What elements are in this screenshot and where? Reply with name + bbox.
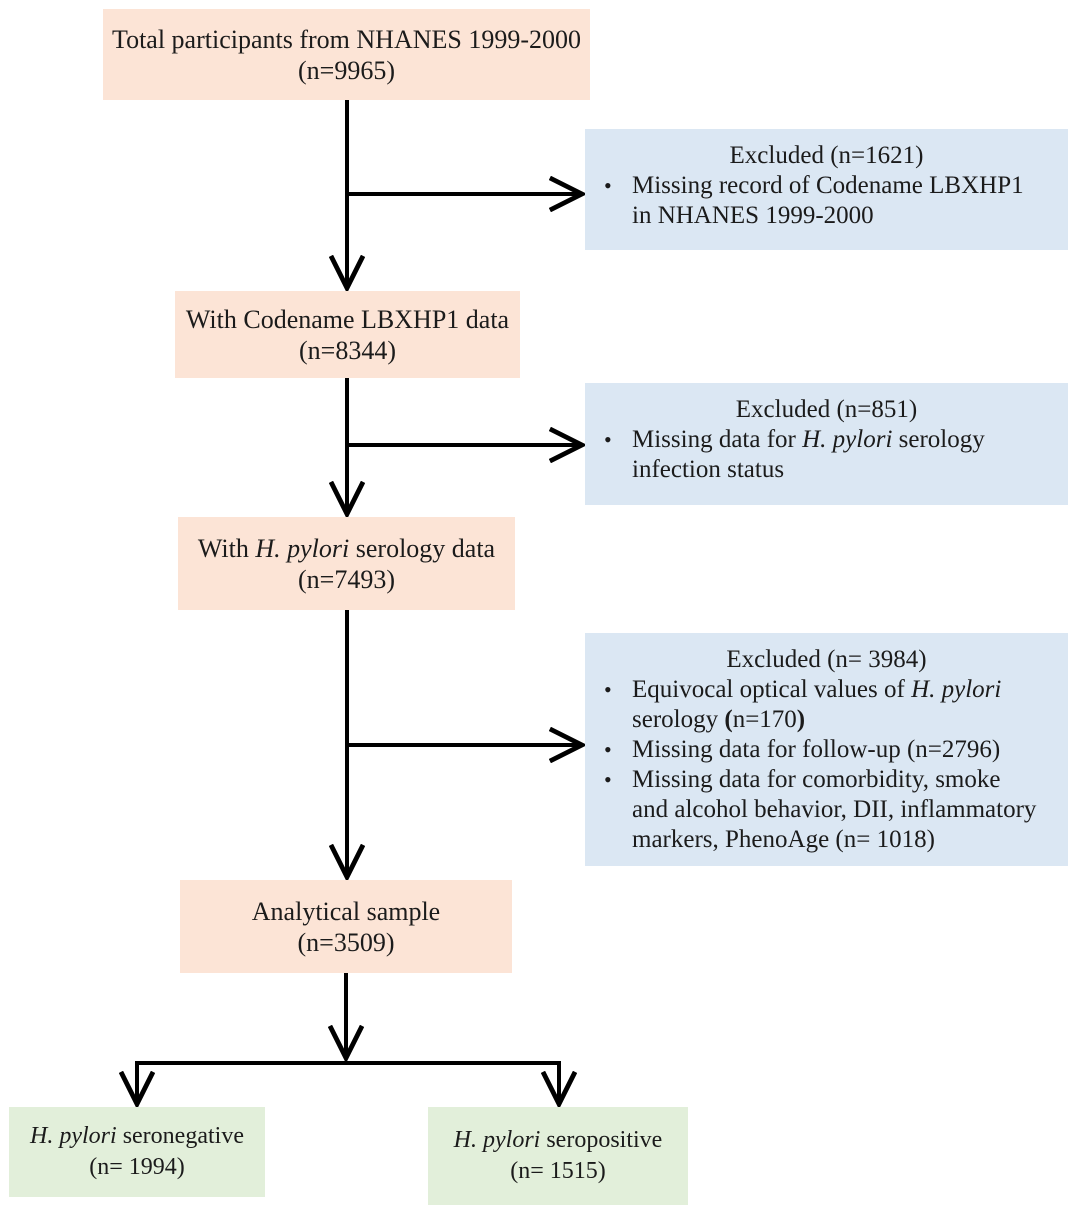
text-segment: Total participants from NHANES 1999-2000 xyxy=(112,24,581,54)
text-line: With H. pylori serology data xyxy=(198,533,495,564)
text-line: markers, PhenoAge (n= 1018) xyxy=(632,825,1056,855)
text-segment: H. pylori xyxy=(255,533,350,563)
text-segment: Missing record of Codename LBXHP1 xyxy=(632,172,1024,199)
text-segment: Missing data for xyxy=(632,426,803,453)
text-segment: (n=9965) xyxy=(298,55,395,85)
text-segment: (n= 1994) xyxy=(89,1154,185,1180)
text-line: Missing data for H. pylori serology xyxy=(632,425,1056,455)
text-segment: n=170 xyxy=(732,706,797,733)
text-segment: and alcohol behavior, DII, inflammatory xyxy=(632,796,1037,823)
box-seronegative: H. pylori seronegative(n= 1994) xyxy=(9,1107,265,1197)
bullet-marker-icon: • xyxy=(604,767,612,792)
bullet-marker-icon: • xyxy=(604,677,612,702)
text-segment: Excluded (n=851) xyxy=(735,396,918,423)
text-line: Missing record of Codename LBXHP1 xyxy=(632,171,1056,201)
bullet-marker-icon: • xyxy=(604,427,612,452)
box-total-participants: Total participants from NHANES 1999-2000… xyxy=(103,9,590,100)
excluded-title: Excluded (n=851) xyxy=(585,395,1068,425)
bullet-item: • Missing record of Codename LBXHP1 in NHA… xyxy=(585,171,1056,231)
text-segment: seropositive xyxy=(540,1127,663,1153)
box-with-lbxhp1-data: With Codename LBXHP1 data(n=8344) xyxy=(175,291,520,378)
text-segment: seronegative xyxy=(116,1123,244,1149)
text-segment: serology xyxy=(632,706,725,733)
bullet-marker-icon: • xyxy=(604,173,612,198)
text-segment: With Codename LBXHP1 data xyxy=(185,304,510,334)
text-line: Equivocal optical values of H. pylori xyxy=(632,675,1056,705)
bullet-marker-icon: • xyxy=(604,737,612,762)
text-line: Missing data for follow-up (n=2796) xyxy=(632,735,1056,765)
text-line: and alcohol behavior, DII, inflammatory xyxy=(632,795,1056,825)
text-segment: With xyxy=(197,533,256,563)
text-segment: in NHANES 1999-2000 xyxy=(632,202,874,229)
box-seropositive: H. pylori seropositive(n= 1515) xyxy=(428,1107,688,1205)
text-segment: ( xyxy=(724,706,733,733)
text-line: (n=7493) xyxy=(298,564,395,595)
text-line: (n= 1515) xyxy=(510,1156,606,1187)
excluded-title: Excluded (n=1621) xyxy=(585,141,1068,171)
box-analytical-sample: Analytical sample(n=3509) xyxy=(180,880,512,973)
text-line: Missing data for comorbidity, smoke xyxy=(632,765,1056,795)
text-segment: Missing data for follow-up (n=2796) xyxy=(632,736,1001,763)
text-line: (n=8344) xyxy=(299,335,396,366)
text-line: (n=3509) xyxy=(298,927,395,958)
box-excluded-missing-serology: Excluded (n=851) • Missing data for H. py… xyxy=(585,383,1068,505)
text-segment: Excluded (n= 3984) xyxy=(726,646,927,673)
text-line: Analytical sample xyxy=(252,896,440,927)
box-with-serology-data: With H. pylori serology data(n=7493) xyxy=(178,517,515,610)
text-segment: infection status xyxy=(632,456,785,483)
bullet-text: Missing record of Codename LBXHP1 in NHAN… xyxy=(632,171,1056,231)
bullet-text: Missing data for follow-up (n=2796) xyxy=(632,735,1056,765)
text-line: (n= 1994) xyxy=(89,1152,185,1183)
excluded-bullet-list: • Missing record of Codename LBXHP1 in NHA… xyxy=(585,171,1068,231)
text-segment: ) xyxy=(796,706,806,733)
text-line: (n=9965) xyxy=(298,55,395,86)
text-line: Total participants from NHANES 1999-2000 xyxy=(112,24,581,55)
text-segment: (n= 1515) xyxy=(510,1158,606,1184)
text-line: With Codename LBXHP1 data xyxy=(186,304,509,335)
text-line: serology (n=170) xyxy=(632,705,1056,735)
text-line: H. pylori seropositive xyxy=(454,1125,663,1156)
text-segment: markers, PhenoAge (n= 1018) xyxy=(632,826,935,853)
text-segment: (n=8344) xyxy=(299,335,396,365)
text-segment: Excluded (n=1621) xyxy=(729,142,924,169)
text-line: in NHANES 1999-2000 xyxy=(632,201,1056,231)
bullet-text: Missing data for comorbidity, smoke and a… xyxy=(632,765,1056,855)
text-segment: H. pylori xyxy=(30,1123,117,1149)
text-segment: (n=3509) xyxy=(297,927,395,957)
text-segment: serology data xyxy=(349,533,496,563)
text-line: H. pylori seronegative xyxy=(30,1121,244,1152)
text-segment: H. pylori xyxy=(802,426,893,453)
box-excluded-missing-lbxhp1: Excluded (n=1621) • Missing record of Cod… xyxy=(585,129,1068,250)
text-segment: Analytical sample xyxy=(251,896,441,926)
text-segment: H. pylori xyxy=(453,1127,541,1153)
text-segment: (n=7493) xyxy=(298,564,395,594)
bullet-item: • Missing data for follow-up (n=2796) xyxy=(585,735,1056,765)
box-excluded-equivocal-followup-covariates: Excluded (n= 3984) • Equivocal optical va… xyxy=(585,633,1068,866)
text-line: infection status xyxy=(632,455,1056,485)
bullet-item: • Missing data for comorbidity, smoke and … xyxy=(585,765,1056,855)
excluded-title: Excluded (n= 3984) xyxy=(585,645,1068,675)
text-segment: Equivocal optical values of xyxy=(632,676,912,703)
arrow-split-to-outcomes xyxy=(137,1061,559,1101)
text-segment: serology xyxy=(892,426,985,453)
text-segment: Missing data for comorbidity, smoke xyxy=(632,766,1001,793)
text-segment: H. pylori xyxy=(911,676,1002,703)
